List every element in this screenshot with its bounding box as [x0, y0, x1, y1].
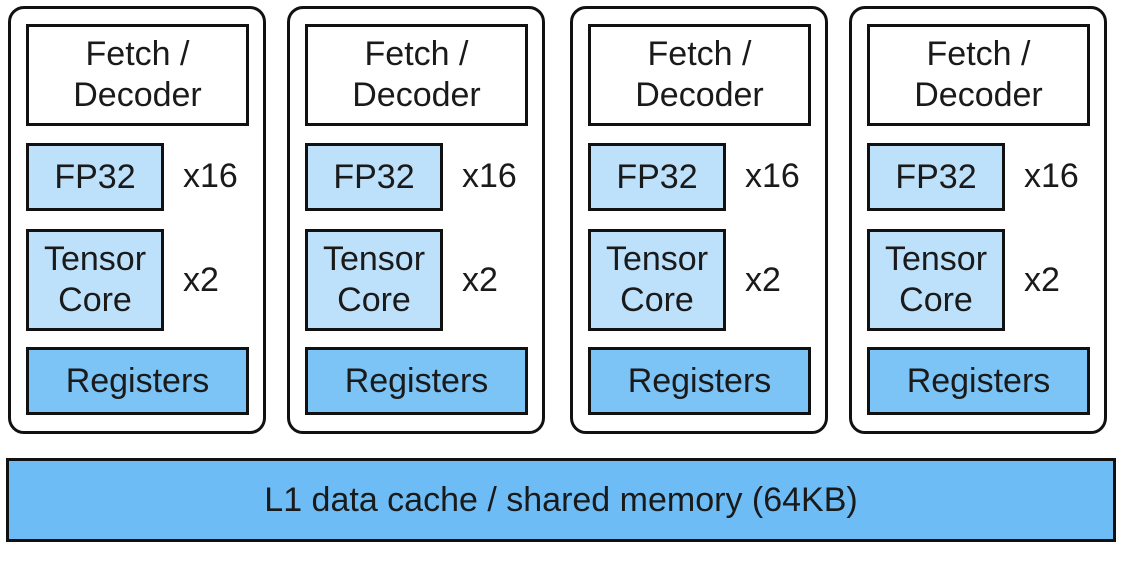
fp32-label: FP32 [616, 157, 698, 196]
registers-label: Registers [65, 361, 210, 400]
fetch-label: Fetch / [926, 35, 1031, 74]
tensor-core-block: Tensor Core [588, 229, 726, 331]
registers-label: Registers [627, 361, 772, 400]
fp32-multiplier: x16 [183, 157, 238, 195]
fp32-block: FP32 [588, 143, 726, 211]
fetch-label: Fetch / [364, 35, 469, 74]
tensor-core-multiplier: x2 [745, 261, 781, 299]
fetch-decoder-block: Fetch / Decoder [588, 24, 811, 126]
fp32-multiplier: x16 [745, 157, 800, 195]
tensor-label: Tensor [322, 240, 426, 279]
registers-label: Registers [906, 361, 1051, 400]
processing-unit-3: Fetch / Decoder FP32 x16 Tensor Core x2 … [570, 6, 828, 434]
fp32-label: FP32 [54, 157, 136, 196]
processing-unit-2: Fetch / Decoder FP32 x16 Tensor Core x2 … [287, 6, 545, 434]
tensor-label: Tensor [43, 240, 147, 279]
core-label: Core [899, 281, 973, 319]
fetch-decoder-block: Fetch / Decoder [305, 24, 528, 126]
fp32-label: FP32 [333, 157, 415, 196]
fetch-decoder-block: Fetch / Decoder [26, 24, 249, 126]
fetch-decoder-block: Fetch / Decoder [867, 24, 1090, 126]
fp32-label: FP32 [895, 157, 977, 196]
tensor-core-block: Tensor Core [26, 229, 164, 331]
registers-block: Registers [26, 347, 249, 415]
registers-block: Registers [305, 347, 528, 415]
tensor-core-multiplier: x2 [1024, 261, 1060, 299]
fetch-label: Fetch / [647, 35, 752, 74]
fetch-label: Fetch / [85, 35, 190, 74]
core-label: Core [620, 281, 694, 319]
fp32-block: FP32 [867, 143, 1005, 211]
fp32-block: FP32 [305, 143, 443, 211]
tensor-core-multiplier: x2 [462, 261, 498, 299]
decoder-label: Decoder [914, 76, 1043, 114]
l1-cache-label: L1 data cache / shared memory (64KB) [264, 480, 858, 519]
processing-unit-4: Fetch / Decoder FP32 x16 Tensor Core x2 … [849, 6, 1107, 434]
registers-block: Registers [867, 347, 1090, 415]
registers-label: Registers [344, 361, 489, 400]
l1-cache-block: L1 data cache / shared memory (64KB) [6, 458, 1116, 542]
core-label: Core [337, 281, 411, 319]
decoder-label: Decoder [352, 76, 481, 114]
fp32-block: FP32 [26, 143, 164, 211]
core-label: Core [58, 281, 132, 319]
tensor-core-multiplier: x2 [183, 261, 219, 299]
fp32-multiplier: x16 [462, 157, 517, 195]
decoder-label: Decoder [635, 76, 764, 114]
tensor-core-block: Tensor Core [867, 229, 1005, 331]
tensor-label: Tensor [884, 240, 988, 279]
processing-unit-1: Fetch / Decoder FP32 x16 Tensor Core x2 … [8, 6, 266, 434]
tensor-label: Tensor [605, 240, 709, 279]
fp32-multiplier: x16 [1024, 157, 1079, 195]
registers-block: Registers [588, 347, 811, 415]
tensor-core-block: Tensor Core [305, 229, 443, 331]
decoder-label: Decoder [73, 76, 202, 114]
